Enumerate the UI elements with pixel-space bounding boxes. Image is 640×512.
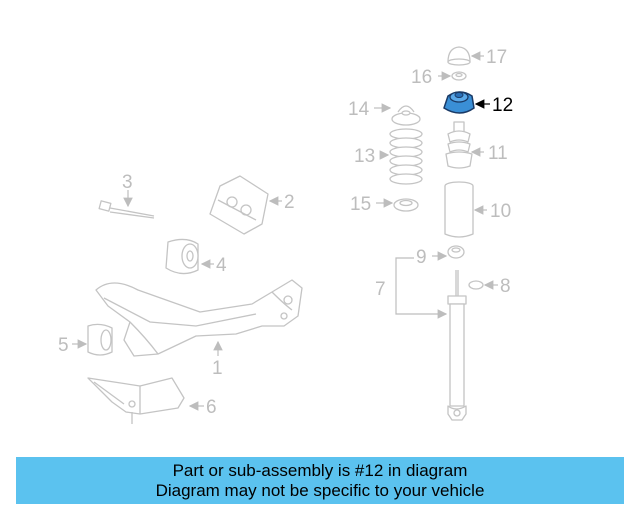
part-13-coil-spring[interactable] <box>379 128 423 185</box>
callout-3: 3 <box>122 172 133 193</box>
callout-2: 2 <box>284 192 295 213</box>
part-5-bushing[interactable] <box>72 323 113 356</box>
part-15-lower-seat[interactable] <box>376 198 419 212</box>
callout-17: 17 <box>486 47 507 68</box>
part-17-bump-cap[interactable] <box>447 46 484 66</box>
part-6-shield[interactable] <box>87 377 204 424</box>
callout-1: 1 <box>212 358 223 379</box>
part-7-shock-absorber[interactable] <box>395 257 467 421</box>
callout-4: 4 <box>216 255 227 276</box>
part-10-dust-boot[interactable] <box>444 181 487 238</box>
part-9-washer[interactable] <box>432 245 465 261</box>
part-2-bracket[interactable] <box>209 175 282 235</box>
callout-15: 15 <box>350 194 371 215</box>
callout-11: 11 <box>488 143 508 164</box>
callout-13: 13 <box>354 146 375 167</box>
part-4-bushing[interactable] <box>165 238 214 275</box>
callout-12: 12 <box>492 95 513 116</box>
callout-8: 8 <box>500 276 511 297</box>
part-11-bump-stop[interactable] <box>445 121 484 169</box>
part-16-nut[interactable] <box>438 71 467 81</box>
callout-16: 16 <box>411 67 432 88</box>
callout-14: 14 <box>348 99 370 120</box>
part-8-bushing[interactable] <box>468 280 498 290</box>
part-14-spring-seat[interactable] <box>374 103 421 126</box>
callout-10: 10 <box>490 201 511 222</box>
part-1-axle-beam[interactable] <box>95 279 303 357</box>
callout-5: 5 <box>58 335 69 356</box>
banner-line-1: Part or sub-assembly is #12 in diagram <box>172 461 468 480</box>
banner-line-2: Diagram may not be specific to your vehi… <box>155 481 485 500</box>
callout-9: 9 <box>416 247 427 268</box>
part-3-bolt[interactable] <box>98 190 155 219</box>
part-12-strut-mount[interactable] <box>443 91 490 114</box>
callout-6: 6 <box>206 397 217 418</box>
callout-7: 7 <box>375 279 386 300</box>
info-banner: Part or sub-assembly is #12 in diagram D… <box>16 457 624 504</box>
